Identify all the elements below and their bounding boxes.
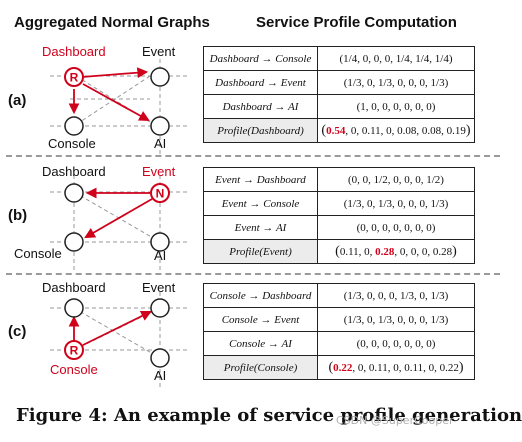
row-value: (1/4, 0, 0, 0, 1/4, 1/4, 1/4) — [317, 46, 475, 71]
node-marker: N — [156, 187, 165, 201]
section-c-label: (c) — [8, 323, 27, 340]
highlight-value: 0.28 — [375, 245, 395, 258]
table-row: Console → Dashboard(1/3, 0, 0, 0, 1/3, 0… — [203, 283, 475, 308]
table-row: Dashboard → Event(1/3, 0, 1/3, 0, 0, 0, … — [203, 70, 475, 95]
table-row: Event → Dashboard(0, 0, 1/2, 0, 0, 0, 1/… — [203, 167, 475, 192]
node-console — [64, 116, 84, 136]
node-console — [64, 340, 84, 360]
row-key: Event → Dashboard — [203, 167, 318, 192]
row-value: (0, 0, 0, 0, 0, 0, 0) — [317, 331, 475, 356]
profile-key: Profile(Console) — [203, 355, 318, 380]
label-ai: AI — [154, 248, 167, 263]
edge-event-console — [84, 198, 153, 239]
label-event: Event — [142, 44, 176, 59]
table-row: Console → AI(0, 0, 0, 0, 0, 0, 0) — [203, 331, 475, 356]
row-key: Console → Dashboard — [203, 283, 318, 308]
node-event — [150, 67, 170, 87]
node-marker: R — [70, 344, 79, 358]
row-key: Console → AI — [203, 331, 318, 356]
row-value: (1/3, 0, 1/3, 0, 0, 0, 1/3) — [317, 70, 475, 95]
row-key: Dashboard → Event — [203, 70, 318, 95]
profile-key: Profile(Dashboard) — [203, 118, 318, 143]
section-a-label: (a) — [8, 92, 27, 109]
profile-table-b: Event → Dashboard(0, 0, 1/2, 0, 0, 0, 1/… — [203, 167, 475, 264]
pre-value: 0.11, 0, — [339, 245, 376, 258]
figure-caption: Figure 4: An example of service profile … — [16, 405, 522, 426]
graph-c: R Dashboard Event Console AI — [0, 278, 200, 398]
row-key: Console → Event — [203, 307, 318, 332]
node-console — [64, 232, 84, 252]
profile-value: (0.54, 0, 0.11, 0, 0.08, 0.08, 0.19) — [317, 118, 475, 143]
label-dashboard: Dashboard — [42, 280, 106, 295]
table-row: Dashboard → AI(1, 0, 0, 0, 0, 0, 0) — [203, 94, 475, 119]
graph-a: R Dashboard Event Console AI — [0, 44, 200, 164]
watermark: CSDN @SuperCooper — [336, 414, 454, 427]
row-key: Event → AI — [203, 215, 318, 240]
node-dashboard — [64, 67, 84, 87]
label-dashboard: Dashboard — [42, 164, 106, 179]
node-ai — [150, 232, 170, 252]
graph-c-canvas: R — [50, 292, 190, 388]
label-ai: AI — [154, 136, 167, 151]
row-value: (1/3, 0, 1/3, 0, 0, 0, 1/3) — [317, 191, 475, 216]
label-event: Event — [142, 164, 176, 179]
table-row: Event → Console(1/3, 0, 1/3, 0, 0, 0, 1/… — [203, 191, 475, 216]
row-key: Event → Console — [203, 191, 318, 216]
highlight-value: 0.54 — [326, 124, 346, 137]
table-row: Dashboard → Console(1/4, 0, 0, 0, 1/4, 1… — [203, 46, 475, 71]
profile-value: (0.22, 0, 0.11, 0, 0.11, 0, 0.22) — [317, 355, 475, 380]
section-b-label: (b) — [8, 207, 28, 224]
table-row: Console → Event(1/3, 0, 1/3, 0, 0, 0, 1/… — [203, 307, 475, 332]
profile-row: Profile(Event)(0.11, 0, 0.28, 0, 0, 0, 0… — [203, 239, 475, 264]
table-row: Event → AI(0, 0, 0, 0, 0, 0, 0) — [203, 215, 475, 240]
row-value: (1, 0, 0, 0, 0, 0, 0) — [317, 94, 475, 119]
node-ai — [150, 348, 170, 368]
rest-value: , 0, 0, 0, 0.28 — [394, 245, 453, 258]
profile-row: Profile(Console)(0.22, 0, 0.11, 0, 0.11,… — [203, 355, 475, 380]
graph-b-canvas: N — [50, 175, 190, 270]
row-value: (1/3, 0, 1/3, 0, 0, 0, 1/3) — [317, 307, 475, 332]
node-event — [150, 183, 170, 203]
node-dashboard — [64, 183, 84, 203]
label-console: Console — [50, 362, 98, 377]
edge-dashboard-ai — [82, 83, 150, 122]
row-value: (1/3, 0, 0, 0, 1/3, 0, 1/3) — [317, 283, 475, 308]
label-event: Event — [142, 280, 176, 295]
node-marker: R — [70, 71, 79, 85]
node-dashboard — [64, 298, 84, 318]
label-console: Console — [14, 246, 62, 261]
profile-table-a: Dashboard → Console(1/4, 0, 0, 0, 1/4, 1… — [203, 46, 475, 143]
right-header: Service Profile Computation — [256, 14, 457, 31]
row-key: Dashboard → AI — [203, 94, 318, 119]
profile-row: Profile(Dashboard)(0.54, 0, 0.11, 0, 0.0… — [203, 118, 475, 143]
row-value: (0, 0, 1/2, 0, 0, 0, 1/2) — [317, 167, 475, 192]
rest-value: , 0, 0.11, 0, 0.11, 0, 0.22 — [352, 361, 459, 374]
profile-table-c: Console → Dashboard(1/3, 0, 0, 0, 1/3, 0… — [203, 283, 475, 380]
label-ai: AI — [154, 368, 167, 383]
node-event — [150, 298, 170, 318]
edge-console-event — [82, 310, 152, 346]
profile-value: (0.11, 0, 0.28, 0, 0, 0, 0.28) — [317, 239, 475, 264]
highlight-value: 0.22 — [333, 361, 353, 374]
edge-dashboard-event — [81, 67, 149, 79]
row-value: (0, 0, 0, 0, 0, 0, 0) — [317, 215, 475, 240]
section-divider — [6, 273, 500, 275]
rest-value: , 0, 0.11, 0, 0.08, 0.08, 0.19 — [345, 124, 466, 137]
section-divider — [6, 155, 500, 157]
label-dashboard: Dashboard — [42, 44, 106, 59]
label-console: Console — [48, 136, 96, 151]
graph-a-canvas: R — [50, 59, 190, 154]
left-header: Aggregated Normal Graphs — [14, 14, 210, 31]
row-key: Dashboard → Console — [203, 46, 318, 71]
graph-b: N Dashboard Event Console AI — [0, 160, 200, 280]
node-ai — [150, 116, 170, 136]
profile-key: Profile(Event) — [203, 239, 318, 264]
